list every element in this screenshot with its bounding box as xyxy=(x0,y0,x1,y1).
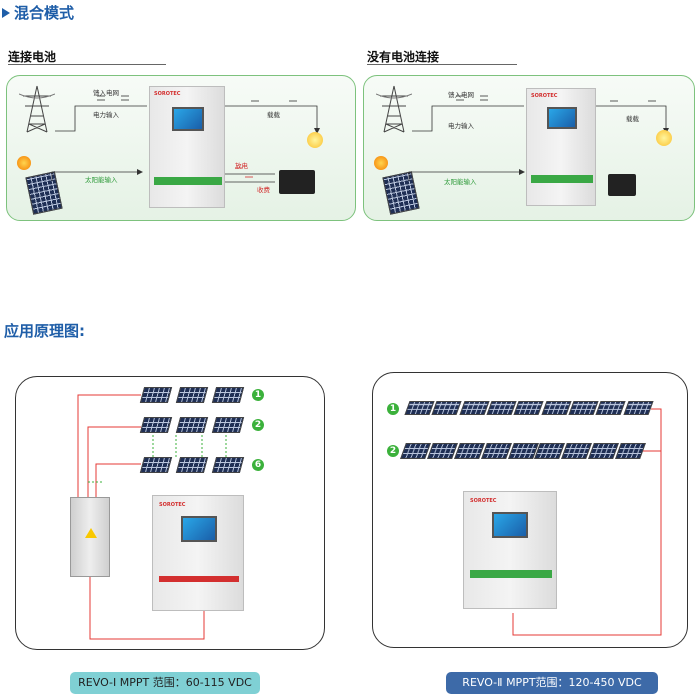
inverter-screen xyxy=(492,512,528,538)
solar-panel xyxy=(513,401,545,415)
inverter-label-strip xyxy=(470,570,552,578)
label-load: 载载 xyxy=(267,111,280,119)
connection-wires xyxy=(408,95,669,181)
solar-panel xyxy=(175,387,209,403)
solar-string-1 xyxy=(404,401,654,415)
inverter-label-strip xyxy=(154,177,222,185)
label-solar-input: 太阳能输入 xyxy=(85,176,118,184)
solar-panel xyxy=(426,443,458,459)
solar-panel xyxy=(541,401,572,415)
solar-panel xyxy=(623,401,654,415)
light-bulb-icon xyxy=(307,132,323,148)
string-number-badge: 1 xyxy=(387,403,399,415)
solar-panel xyxy=(404,401,435,415)
inverter-screen xyxy=(172,107,204,131)
subtitle-underline xyxy=(8,64,166,65)
solar-panel xyxy=(175,417,209,433)
battery-icon xyxy=(608,174,636,196)
solar-panel xyxy=(175,457,209,473)
solar-panel xyxy=(211,457,245,473)
solar-panel xyxy=(139,457,173,473)
revo-2-schematic: 1 2 SOROTEC xyxy=(372,372,688,648)
power-tower-icon xyxy=(19,85,55,133)
combiner-box xyxy=(70,497,110,577)
label-grid-feed: 馈入电网 xyxy=(448,91,474,99)
label-solar-input: 太阳能输入 xyxy=(444,178,477,186)
subtitle-without-battery: 没有电池连接 xyxy=(367,50,440,64)
subtitle-with-battery: 连接电池 xyxy=(8,50,57,64)
solar-panel xyxy=(139,387,173,403)
solar-panel xyxy=(615,443,646,459)
inverter-brand: SOROTEC xyxy=(470,498,497,504)
solar-panel xyxy=(431,401,463,415)
inverter-label-strip xyxy=(159,576,239,582)
warning-icon xyxy=(85,528,97,538)
solar-panel xyxy=(568,401,599,415)
solar-panel xyxy=(588,443,620,459)
solar-panel xyxy=(400,443,431,459)
label-grid-feed: 馈入电网 xyxy=(93,89,119,97)
solar-panel xyxy=(459,401,490,415)
wiring xyxy=(512,408,662,636)
solar-panel xyxy=(453,443,485,459)
power-tower-icon xyxy=(376,85,412,133)
solar-panel xyxy=(211,417,245,433)
connection-wires xyxy=(51,95,320,183)
hybrid-with-battery-panel: 馈入电网 电力输入 载载 太阳能输入 放电 收费 SOROTEC xyxy=(6,75,356,221)
section-title: 混合模式 xyxy=(14,4,75,22)
inverter-screen xyxy=(547,107,577,129)
string-number-badge: 2 xyxy=(387,445,399,457)
light-bulb-icon xyxy=(656,130,672,146)
label-charge: 收费 xyxy=(257,186,270,194)
section-hybrid-mode-header: 混合模式 xyxy=(2,2,74,23)
inverter-brand: SOROTEC xyxy=(531,93,558,99)
label-grid-input: 电力输入 xyxy=(448,122,474,130)
string-number-badge: 6 xyxy=(252,459,264,471)
inverter-device: SOROTEC xyxy=(463,491,557,609)
string-number-badge: 2 xyxy=(252,419,264,431)
label-discharge: 放电 xyxy=(235,162,248,170)
inverter-brand: SOROTEC xyxy=(154,91,181,97)
revo-1-mppt-caption: REVO-Ⅰ MPPT 范围：60-115 VDC xyxy=(70,672,260,694)
section-schematic-title: 应用原理图: xyxy=(4,322,85,340)
solar-panel xyxy=(595,401,627,415)
solar-panel xyxy=(211,387,245,403)
battery-icon xyxy=(279,170,315,194)
solar-string-2 xyxy=(400,443,646,459)
revo-2-mppt-caption: REVO-Ⅱ MPPT范围：120-450 VDC xyxy=(446,672,658,694)
wiring xyxy=(77,394,227,640)
triangle-right-icon xyxy=(2,7,10,18)
label-load: 载载 xyxy=(626,115,639,123)
sun-icon xyxy=(374,156,388,170)
solar-panel xyxy=(561,443,593,459)
label-grid-input: 电力输入 xyxy=(93,111,119,119)
inverter-device: SOROTEC xyxy=(149,86,225,208)
hybrid-without-battery-panel: 馈入电网 电力输入 载载 太阳能输入 SOROTEC xyxy=(363,75,695,221)
solar-panel xyxy=(139,417,173,433)
inverter-label-strip xyxy=(531,175,593,183)
inverter-screen xyxy=(181,516,217,542)
solar-panel xyxy=(480,443,512,459)
string-number-badge: 1 xyxy=(252,389,264,401)
revo-1-schematic: 1 2 6 SOROTEC xyxy=(15,376,325,650)
subtitle-underline xyxy=(367,64,517,65)
sun-icon xyxy=(17,156,31,170)
solar-panel xyxy=(486,401,517,415)
inverter-device: SOROTEC xyxy=(526,88,596,206)
inverter-device: SOROTEC xyxy=(152,495,244,611)
inverter-brand: SOROTEC xyxy=(159,502,186,508)
